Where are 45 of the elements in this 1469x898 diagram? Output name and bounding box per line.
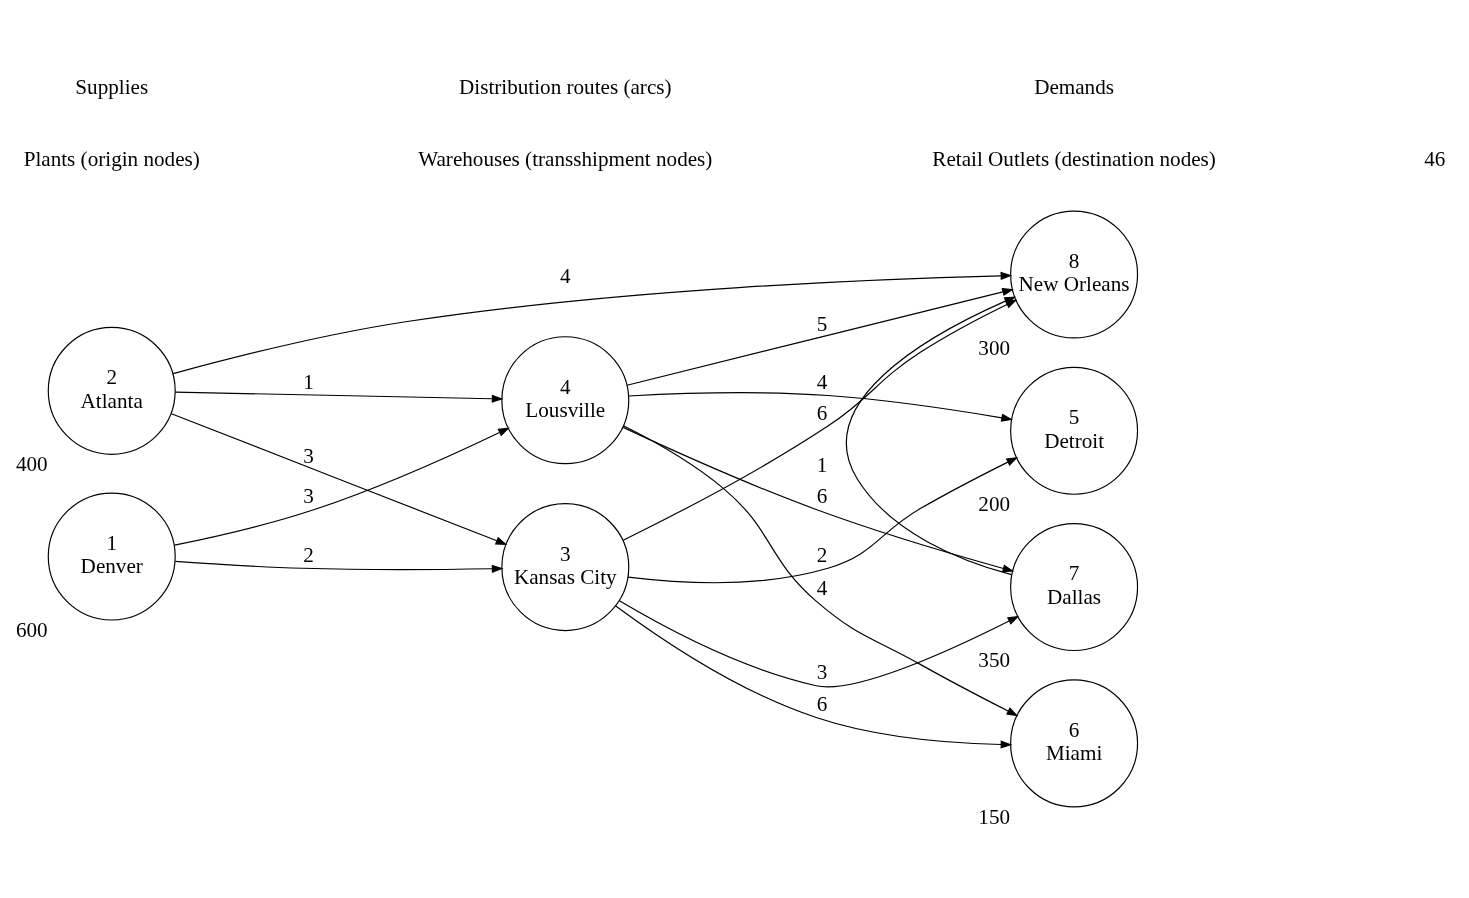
edge-label: 1 — [816, 453, 828, 478]
edge-label: 3 — [303, 443, 314, 468]
edge-label: 3 — [816, 660, 828, 685]
edge-label: 3 — [303, 483, 314, 508]
node-label: 600 — [15, 617, 48, 642]
arrow — [622, 425, 1019, 717]
arrow — [172, 271, 1013, 375]
arrow — [628, 392, 1013, 422]
node-circle: 1 Denver — [47, 492, 176, 621]
node-circle: 2 Atlanta — [47, 326, 176, 455]
node-circle: 6 Miami — [1010, 679, 1139, 808]
label: Supplies — [75, 75, 149, 100]
arrow — [626, 287, 1014, 386]
edge-label: 4 — [816, 575, 828, 600]
arrow — [618, 600, 1020, 688]
edge-label: 2 — [816, 542, 828, 567]
arrow — [622, 426, 1015, 573]
node-circle: 8 New Orleans — [1010, 210, 1139, 339]
node-label: 200 — [978, 492, 1011, 517]
arrow — [174, 560, 504, 573]
node-circle: 3 Kansas City — [501, 503, 630, 632]
node-circle: 7 Dallas — [1010, 523, 1139, 652]
edge-label: 6 — [816, 400, 828, 425]
label: Demands — [1034, 75, 1115, 100]
node-circle: 4 Lousville — [501, 336, 630, 465]
edge-label: 6 — [816, 691, 828, 716]
edge-label: 1 — [303, 369, 314, 394]
node-label: 400 — [15, 452, 48, 477]
edge-label: 6 — [816, 483, 828, 508]
label: Plants (origin nodes) — [23, 146, 200, 171]
node-label: 350 — [978, 648, 1011, 673]
node-label: 150 — [978, 804, 1011, 829]
edge-label: 2 — [303, 542, 314, 567]
label: Distribution routes (arcs) — [459, 75, 672, 100]
arrow — [174, 391, 504, 403]
label: 46 — [1424, 146, 1446, 171]
edge-label: 4 — [816, 369, 828, 394]
edge-label: 4 — [560, 264, 571, 289]
arrow — [615, 605, 1013, 749]
label: Warehouses (transshipment nodes) — [418, 146, 713, 171]
arrow — [627, 457, 1019, 584]
node-circle: 5 Detroit — [1010, 366, 1139, 495]
label: Retail Outlets (destination nodes) — [932, 146, 1216, 171]
node-label: 300 — [978, 335, 1011, 360]
edge-label: 5 — [816, 312, 828, 337]
